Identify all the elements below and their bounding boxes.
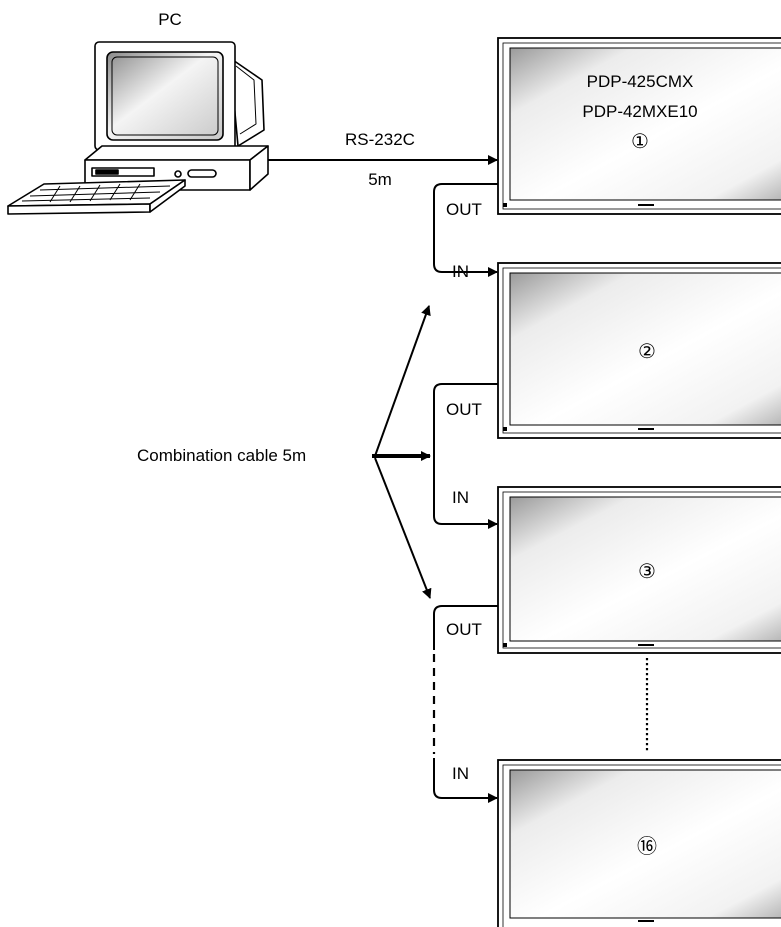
port-in-label-16: IN (452, 764, 469, 783)
display-number-16: ⑯ (637, 834, 657, 858)
daisy-chain-cables (433, 183, 498, 803)
display-unit-2 (497, 262, 781, 439)
rs232c-length-label: 5m (368, 170, 392, 189)
port-in-label-2: IN (452, 262, 469, 281)
display-unit-1 (497, 37, 781, 215)
pc-computer-icon (7, 41, 269, 215)
port-out-label-1: OUT (446, 200, 482, 219)
port-in-label-3: IN (452, 488, 469, 507)
port-out-label-3: OUT (446, 620, 482, 639)
display-number-3: ③ (638, 559, 656, 583)
display-number-1: ① (631, 129, 649, 153)
display-unit-3 (497, 486, 781, 654)
display-number-2: ② (638, 339, 656, 363)
rs232c-label: RS-232C (345, 130, 415, 149)
combination-cable-label: Combination cable 5m (137, 446, 307, 465)
display-model-line2: PDP-42MXE10 (582, 102, 698, 121)
pc-label: PC (158, 10, 182, 29)
display-model-line1: PDP-425CMX (586, 72, 694, 91)
combination-cable-pointers (372, 305, 432, 599)
display-unit-16 (497, 759, 781, 927)
port-out-label-2: OUT (446, 400, 482, 419)
